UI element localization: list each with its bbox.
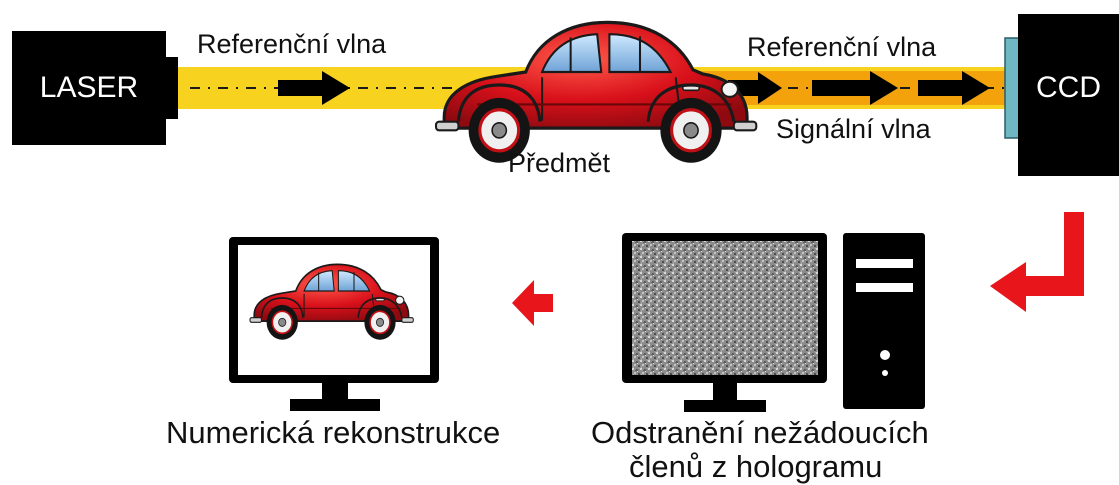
hologram-step-label-line2: členů z hologramu bbox=[629, 449, 883, 484]
red-return-arrow-icon bbox=[990, 212, 1084, 312]
reference-wave-label-left: Referenční vlna bbox=[197, 29, 387, 59]
signal-wave-label: Signální vlna bbox=[776, 114, 931, 144]
red-left-arrow-icon bbox=[512, 280, 553, 326]
reconstruction-monitor bbox=[229, 237, 439, 411]
object-car-icon bbox=[434, 20, 758, 165]
laser-label: LASER bbox=[39, 71, 139, 104]
hologram-speckle-screen bbox=[632, 241, 818, 375]
ccd-label: CCD bbox=[1036, 71, 1101, 104]
pc-tower bbox=[843, 233, 925, 409]
object-label: Předmět bbox=[508, 148, 611, 178]
ccd-camera bbox=[1004, 14, 1119, 176]
beam-arrow bbox=[918, 71, 990, 105]
reference-wave-label-right: Referenční vlna bbox=[747, 32, 937, 62]
reconstruction-label: Numerická rekonstrukce bbox=[166, 415, 501, 450]
hologram-computer bbox=[622, 233, 925, 412]
hologram-step-label-line1: Odstranění nežádoucích bbox=[591, 415, 929, 450]
beam-arrow bbox=[278, 71, 350, 105]
beam-arrow bbox=[812, 71, 898, 105]
laser-device bbox=[12, 31, 178, 145]
